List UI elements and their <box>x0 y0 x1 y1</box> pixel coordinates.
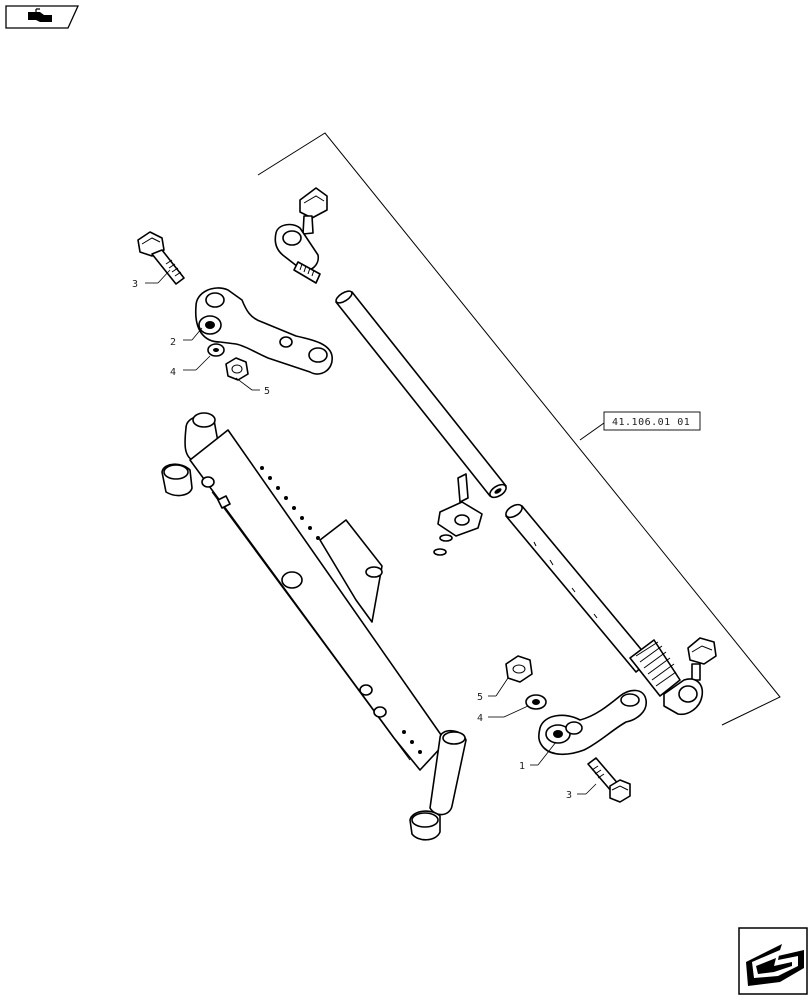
nut-lower <box>505 655 533 683</box>
washer-upper <box>207 343 225 357</box>
bolt-lower <box>587 757 631 803</box>
next-page-icon <box>746 944 804 986</box>
steering-arm-upper <box>195 287 333 375</box>
callout-label: 2 <box>170 337 176 348</box>
callout-4-lower: 4 <box>477 705 529 724</box>
callout-label: 4 <box>170 367 176 378</box>
steering-arm-lower <box>538 689 647 756</box>
callout-5-lower: 5 <box>477 677 509 703</box>
reference-label: 41.106.01 01 <box>612 417 690 428</box>
assembly-bracket <box>257 132 781 726</box>
callout-label: 3 <box>566 790 572 801</box>
callout-5-upper: 5 <box>235 377 270 397</box>
callout-label: 5 <box>477 692 483 703</box>
tie-rod-tube-upper <box>335 290 507 499</box>
reference-box[interactable]: 41.106.01 01 <box>603 411 701 431</box>
next-page-button[interactable] <box>738 927 808 995</box>
callout-1: 1 <box>519 741 557 772</box>
nut-upper <box>225 357 249 381</box>
callout-4-upper: 4 <box>170 355 211 378</box>
callout-3-lower: 3 <box>566 783 597 801</box>
bolt-upper <box>137 231 185 285</box>
washer-lower <box>525 694 547 710</box>
callout-label: 5 <box>264 386 270 397</box>
tube-clamp <box>433 473 483 556</box>
tie-rod-end-upper <box>274 187 328 284</box>
prev-page-button[interactable] <box>5 5 80 29</box>
callout-label: 3 <box>132 279 138 290</box>
previous-page-icon <box>28 8 52 22</box>
tie-rod-tube-lower <box>505 503 681 697</box>
axle-beam <box>161 412 467 841</box>
tie-rod-end-lower <box>663 637 717 716</box>
callout-label: 1 <box>519 761 525 772</box>
callout-label: 4 <box>477 713 483 724</box>
callout-3-upper: 3 <box>132 269 171 290</box>
callout-2: 2 <box>170 327 203 348</box>
